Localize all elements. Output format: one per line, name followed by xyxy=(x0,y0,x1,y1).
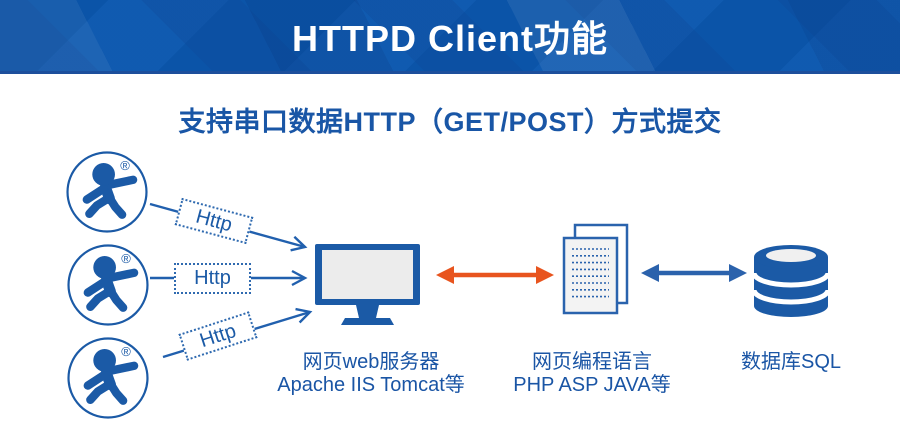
database-icon xyxy=(751,245,831,317)
programming-language-label: 网页编程语言 PHP ASP JAVA等 xyxy=(472,351,712,397)
orange-double-arrow-icon xyxy=(436,266,554,284)
web-server-label-line1: 网页web服务器 xyxy=(302,351,440,373)
programming-language-label-line2: PHP ASP JAVA等 xyxy=(513,374,671,396)
user-mascot-icon xyxy=(68,153,147,232)
trademark-symbol: ® xyxy=(121,344,131,359)
subtitle: 支持串口数据HTTP（GET/POST）方式提交 xyxy=(178,107,722,137)
user-mascot-icon xyxy=(69,246,148,325)
trademark-symbol: ® xyxy=(121,251,131,266)
web-server-label-line2: Apache IIS Tomcat等 xyxy=(277,374,465,396)
banner: HTTPD Client功能 xyxy=(0,0,900,74)
database-label: 数据库SQL xyxy=(671,351,900,374)
trademark-symbol: ® xyxy=(120,158,130,173)
web-server-monitor-icon xyxy=(315,244,420,325)
http-label-box: Http xyxy=(174,263,251,294)
user-mascot-icon xyxy=(69,339,148,418)
web-server-label: 网页web服务器 Apache IIS Tomcat等 xyxy=(251,351,491,397)
http-label: Http xyxy=(194,267,231,289)
blue-double-arrow-icon xyxy=(641,264,747,282)
programming-language-label-line1: 网页编程语言 xyxy=(532,351,652,373)
page-title: HTTPD Client功能 xyxy=(292,17,608,59)
database-label-line1: 数据库SQL xyxy=(740,351,842,373)
code-documents-icon xyxy=(562,223,629,315)
